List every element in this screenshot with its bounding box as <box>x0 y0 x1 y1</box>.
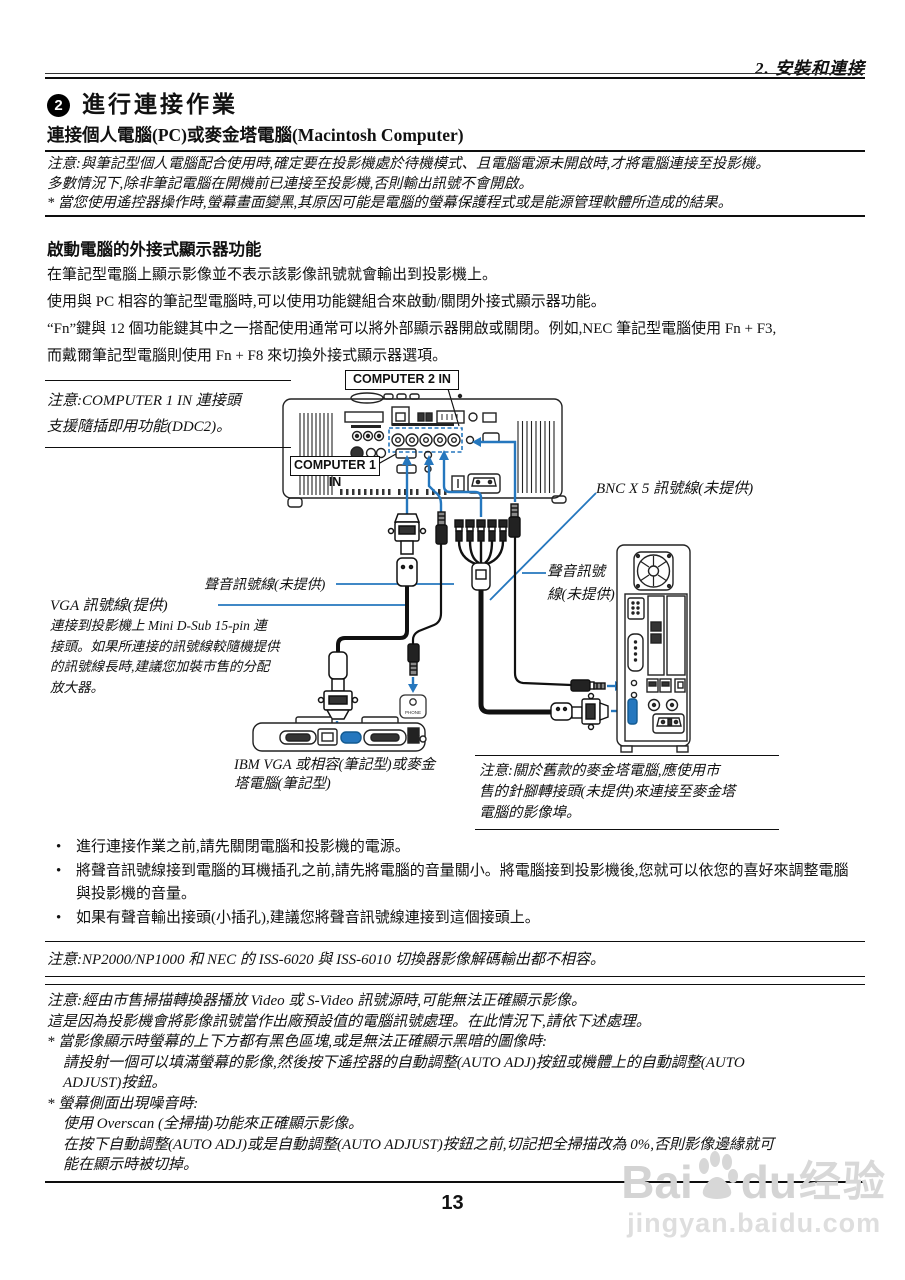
section-title: 2 進行連接作業 <box>47 85 238 119</box>
note-line: * 當您使用遙控器操作時,螢幕畫面變黑,其原因可能是電腦的螢幕保護程式或是能源管… <box>47 195 733 211</box>
note-line: ADJUST)按鈕。 <box>63 1075 167 1091</box>
vga-cable <box>317 513 427 720</box>
tower-dvi-port <box>627 597 645 620</box>
note-line: 使用 Overscan (全掃描)功能來正確顯示影像。 <box>63 1116 363 1132</box>
laptop-rear <box>252 716 427 752</box>
list-item: 進行連接作業之前,請先關閉電腦和投影機的電源。 <box>50 836 850 860</box>
ac-inlet <box>467 473 501 494</box>
bullet-list: 進行連接作業之前,請先關閉電腦和投影機的電源。 將聲音訊號線接到電腦的耳機插孔之… <box>50 836 850 930</box>
header-rule <box>45 73 865 79</box>
ddc2-note-line: 支援隨插即用功能(DDC2)。 <box>47 419 232 435</box>
vga-cable-label: VGA 訊號線(提供) <box>50 598 168 614</box>
note-scan-converter: 注意:經由市售掃描轉換器播放 Video 或 S-Video 訊號源時,可能無法… <box>45 984 865 1183</box>
audio-cable-right <box>508 503 606 692</box>
computer1-in-label: COMPUTER 1 IN <box>290 456 380 489</box>
audio-cable-right-label: 聲音訊號 線(未提供) <box>547 564 615 603</box>
body-line: 在筆記型電腦上顯示影像並不表示該影像訊號就會輸出到投影機上。 <box>47 267 498 283</box>
audio-cable-left <box>407 511 448 676</box>
section-title-text: 進行連接作業 <box>82 92 238 117</box>
note-line: * 螢幕側面出現噪音時: <box>47 1095 199 1112</box>
subsection-heading: 啟動電腦的外接式顯示器功能 <box>47 240 262 259</box>
connection-diagram: PHONE <box>40 365 870 835</box>
tower-vga-port <box>627 698 638 725</box>
note-line: 能在顯示時被切掉。 <box>63 1157 199 1173</box>
note-line: 注意:經由市售掃描轉換器播放 Video 或 S-Video 訊號源時,可能無法… <box>47 993 586 1009</box>
subsection-title: 連接個人電腦(PC)或麥金塔電腦(Macintosh Computer) <box>47 125 464 145</box>
note-line: * 當影像顯示時螢幕的上下方都有黑色區塊,或是無法正確顯示黑暗的圖像時: <box>47 1034 547 1050</box>
leader-lines <box>218 492 597 606</box>
connection-diagram-drawing: PHONE <box>218 388 691 753</box>
ddc2-note-line: 注意:COMPUTER 1 IN 連接頭 <box>47 393 241 409</box>
insertion-arrows-projector <box>402 437 517 519</box>
note-line: 請投射一個可以填滿螢幕的影像,然後按下遙控器的自動調整(AUTO ADJ)按鈕或… <box>63 1054 745 1071</box>
body-line: 使用與 PC 相容的筆記型電腦時,可以使用功能鍵組合來啟動/關閉外接式顯示器功能… <box>47 294 606 310</box>
macintosh-note: 注意:關於舊款的麥金塔電腦,應使用市 售的針腳轉接頭(未提供)來連接至麥金塔 電… <box>475 755 779 830</box>
bottom-vent-ticks <box>340 489 447 495</box>
bnc-cable-label: BNC X 5 訊號線(未提供) <box>596 481 754 497</box>
laptop-monitor-port <box>340 731 362 744</box>
baidu-paw-icon <box>698 1151 738 1199</box>
note-line: 注意:與筆記型個人電腦配合使用時,確定要在投影機處於待機模式、且電腦電源未開啟時… <box>47 156 770 172</box>
laptop-caption: IBM VGA 或相容(筆記型)或麥金 塔電腦(筆記型) <box>234 757 436 792</box>
computer1-in-port <box>395 448 417 459</box>
watermark-url: jingyan.baidu.com <box>627 1208 882 1238</box>
computer2-in-label: COMPUTER 2 IN <box>345 370 459 390</box>
note-line: 在按下自動調整(AUTO ADJ)或是自動調整(AUTO ADJUST)按鈕之前… <box>63 1136 774 1153</box>
audio-cable-left-label: 聲音訊號線(未提供) <box>204 578 326 593</box>
note-line: 這是因為投影機會將影像訊號當作出廠預設值的電腦訊號處理。在此情況下,請依下述處理… <box>47 1013 651 1030</box>
laptop-usb-ports <box>407 727 420 736</box>
note-line: 多數情況下,除非筆記電腦在開機前已連接至投影機,否則輸出訊號不會開啟。 <box>47 175 533 192</box>
ddc2-note: 注意:COMPUTER 1 IN 連接頭 支援隨插即用功能(DDC2)。 <box>45 380 291 448</box>
vga-cable-description: 連接到投影機上 Mini D-Sub 15-pin 連 接頭。如果所連接的訊號線… <box>50 618 280 695</box>
baidu-watermark: Bai du 经验 jingyan.baidu.com <box>621 1150 887 1239</box>
tower-audio-jack <box>630 679 638 687</box>
phone-jack-icon: PHONE <box>399 694 427 719</box>
body-text: 在筆記型電腦上顯示影像並不表示該影像訊號就會輸出到投影機上。 使用與 PC 相容… <box>47 262 865 370</box>
rule <box>45 215 865 217</box>
section-number-badge: 2 <box>47 94 70 117</box>
pc-control-port <box>482 432 500 443</box>
baidu-logo: Bai du 经验 <box>621 1150 887 1206</box>
page-number: 13 <box>441 1192 464 1214</box>
bnc-plugs <box>454 519 508 542</box>
audio-in-port <box>465 435 475 445</box>
projector-rear <box>282 392 567 508</box>
body-line: 而戴爾筆記型電腦則使用 Fn + F8 來切換外接式顯示器選項。 <box>47 348 448 364</box>
rule <box>45 150 865 152</box>
svg-text:PHONE: PHONE <box>405 710 421 715</box>
bnc-cable <box>454 519 609 731</box>
body-line: “Fn”鍵與 12 個功能鍵其中之一搭配使用通常可以將外部顯示器開啟或關閉。例如… <box>47 321 777 337</box>
list-item: 將聲音訊號線接到電腦的耳機插孔之前,請先將電腦的音量關小。將電腦接到投影機後,您… <box>50 860 850 907</box>
note-top: 注意:與筆記型個人電腦配合使用時,確定要在投影機處於待機模式、且電腦電源未開啟時… <box>47 155 863 214</box>
tower-pc-rear <box>616 544 691 753</box>
list-item: 如果有聲音輸出接頭(小插孔),建議您將聲音訊號線連接到這個接頭上。 <box>50 907 850 931</box>
note-compatibility: 注意:NP2000/NP1000 和 NEC 的 ISS-6020 與 ISS-… <box>45 941 865 977</box>
